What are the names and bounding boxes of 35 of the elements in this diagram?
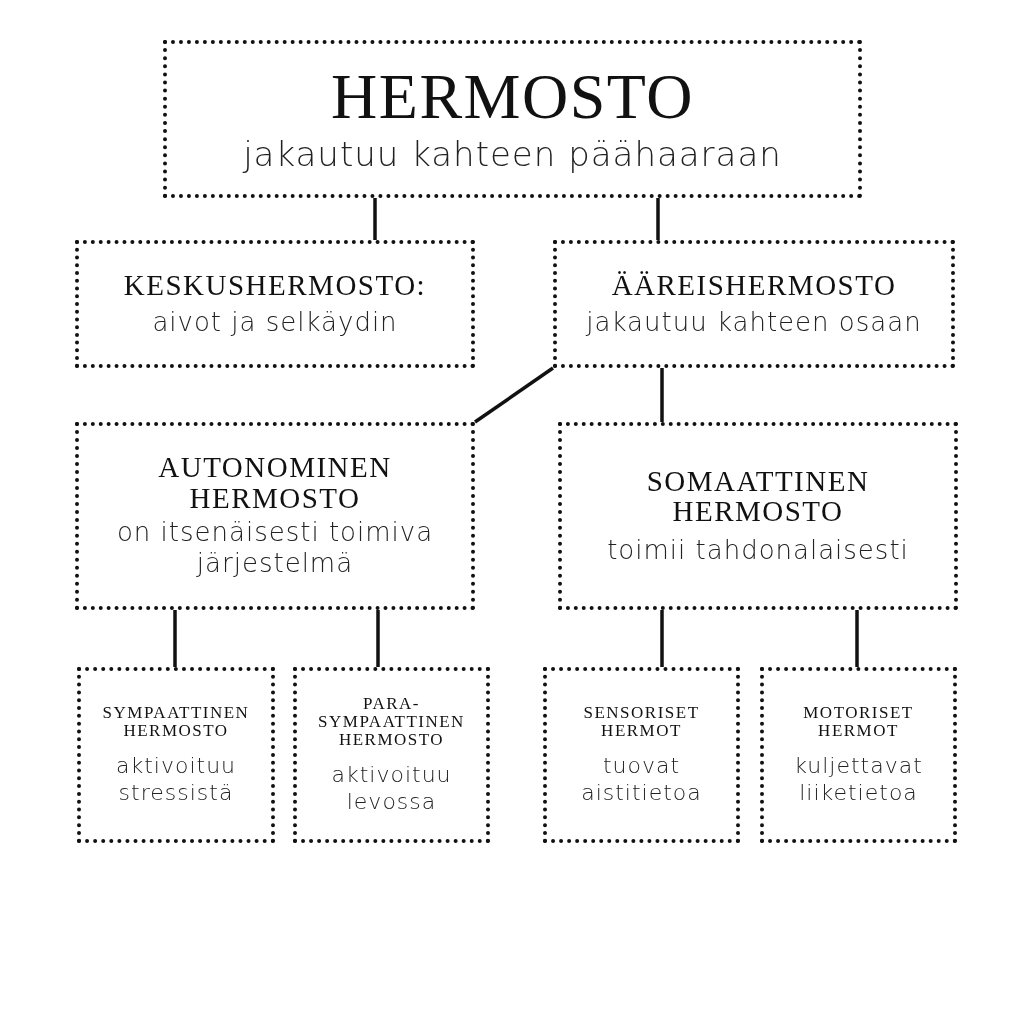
heading: SOMAATTINEN HERMOSTO: [645, 465, 871, 527]
connector-line: [173, 610, 177, 667]
description: tuovat aistitietoa: [580, 753, 703, 807]
dotted-box: [75, 240, 475, 368]
description: aktivoituu stressistä: [114, 753, 238, 807]
connector-line: [855, 610, 859, 667]
connector-line: [660, 368, 664, 422]
description: aktivoituu levossa: [330, 762, 453, 816]
dotted-box: [553, 240, 955, 368]
heading: KESKUSHERMOSTO:: [123, 270, 427, 301]
heading: SYMPAATTINEN HERMOSTO: [101, 703, 251, 740]
heading: HERMOSTO: [331, 63, 694, 131]
heading: ÄÄREISHERMOSTO: [611, 270, 897, 301]
dotted-box: [543, 667, 740, 843]
heading: AUTONOMINEN HERMOSTO: [157, 452, 393, 514]
dotted-box: [163, 40, 862, 198]
description: kuljettavat liiketietoa: [793, 753, 924, 807]
dotted-box: [293, 667, 490, 843]
connector-line: [376, 610, 380, 667]
connector-line: [474, 366, 554, 424]
description: toimii tahdonalaisesti: [607, 534, 909, 567]
connector-line: [656, 198, 660, 240]
dotted-box: [558, 422, 958, 610]
dotted-box: [77, 667, 275, 843]
dotted-box: [75, 422, 475, 610]
heading: MOTORISET HERMOT: [802, 703, 915, 740]
connector-line: [660, 610, 664, 667]
heading: PARA- SYMPAATTINEN HERMOSTO: [317, 694, 466, 749]
heading: SENSORISET HERMOT: [582, 703, 701, 740]
description: jakautuu kahteen päähaaraan: [243, 134, 782, 175]
description: jakautuu kahteen osaan: [586, 306, 922, 338]
dotted-box: [760, 667, 957, 843]
description: on itsenäisesti toimiva järjestelmä: [115, 517, 435, 580]
connector-line: [373, 198, 377, 240]
description: aivot ja selkäydin: [152, 306, 398, 338]
